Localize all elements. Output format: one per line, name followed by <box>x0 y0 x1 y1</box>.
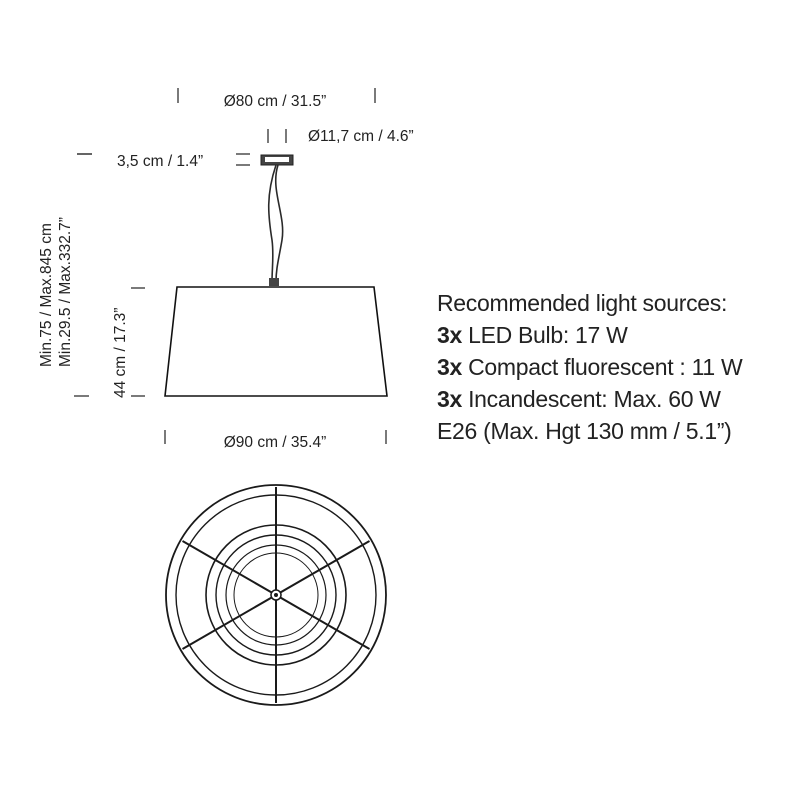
spec-line-cfl: 3x Compact fluorescent : 11 W <box>437 351 797 383</box>
spec-qty: 3x <box>437 354 462 380</box>
shade-bottom-diameter-label: Ø90 cm / 35.4” <box>224 434 327 451</box>
canopy-diameter-label: Ø11,7 cm / 4.6” <box>308 128 414 145</box>
shade-height-label: 44 cm / 17.3” <box>112 308 129 398</box>
shade-height-dimension <box>74 287 145 397</box>
shade-top-diameter-label: Ø80 cm / 31.5” <box>224 93 327 110</box>
lamp-shade-side <box>164 286 388 397</box>
spec-line-socket: E26 (Max. Hgt 130 mm / 5.1”) <box>437 415 797 447</box>
lamp-top-view <box>165 484 387 706</box>
spec-text: E26 (Max. Hgt 130 mm / 5.1”) <box>437 418 732 444</box>
specs-heading: Recommended light sources: <box>437 290 728 316</box>
shade-top-dimension <box>177 88 376 103</box>
canopy-dimension <box>267 129 287 143</box>
suspension-range-metric-label: Min.75 / Max.845 cm <box>38 223 55 367</box>
shade-bottom-dimension <box>164 430 387 444</box>
recommended-light-sources: Recommended light sources: 3x LED Bulb: … <box>437 287 797 447</box>
spec-text: Compact fluorescent : 11 W <box>461 354 743 380</box>
spec-text: LED Bulb: 17 W <box>461 322 628 348</box>
spec-line-incandescent: 3x Incandescent: Max. 60 W <box>437 383 797 415</box>
spec-line-led: 3x LED Bulb: 17 W <box>437 319 797 351</box>
spec-qty: 3x <box>437 386 462 412</box>
spec-qty: 3x <box>437 322 462 348</box>
cord-grip <box>269 278 279 286</box>
suspension-range-imperial-label: Min.29.5 / Max.332.7” <box>57 217 74 367</box>
suspension-cables <box>267 164 284 283</box>
spec-text: Incandescent: Max. 60 W <box>461 386 721 412</box>
canopy-height-label: 3,5 cm / 1.4” <box>117 153 203 170</box>
